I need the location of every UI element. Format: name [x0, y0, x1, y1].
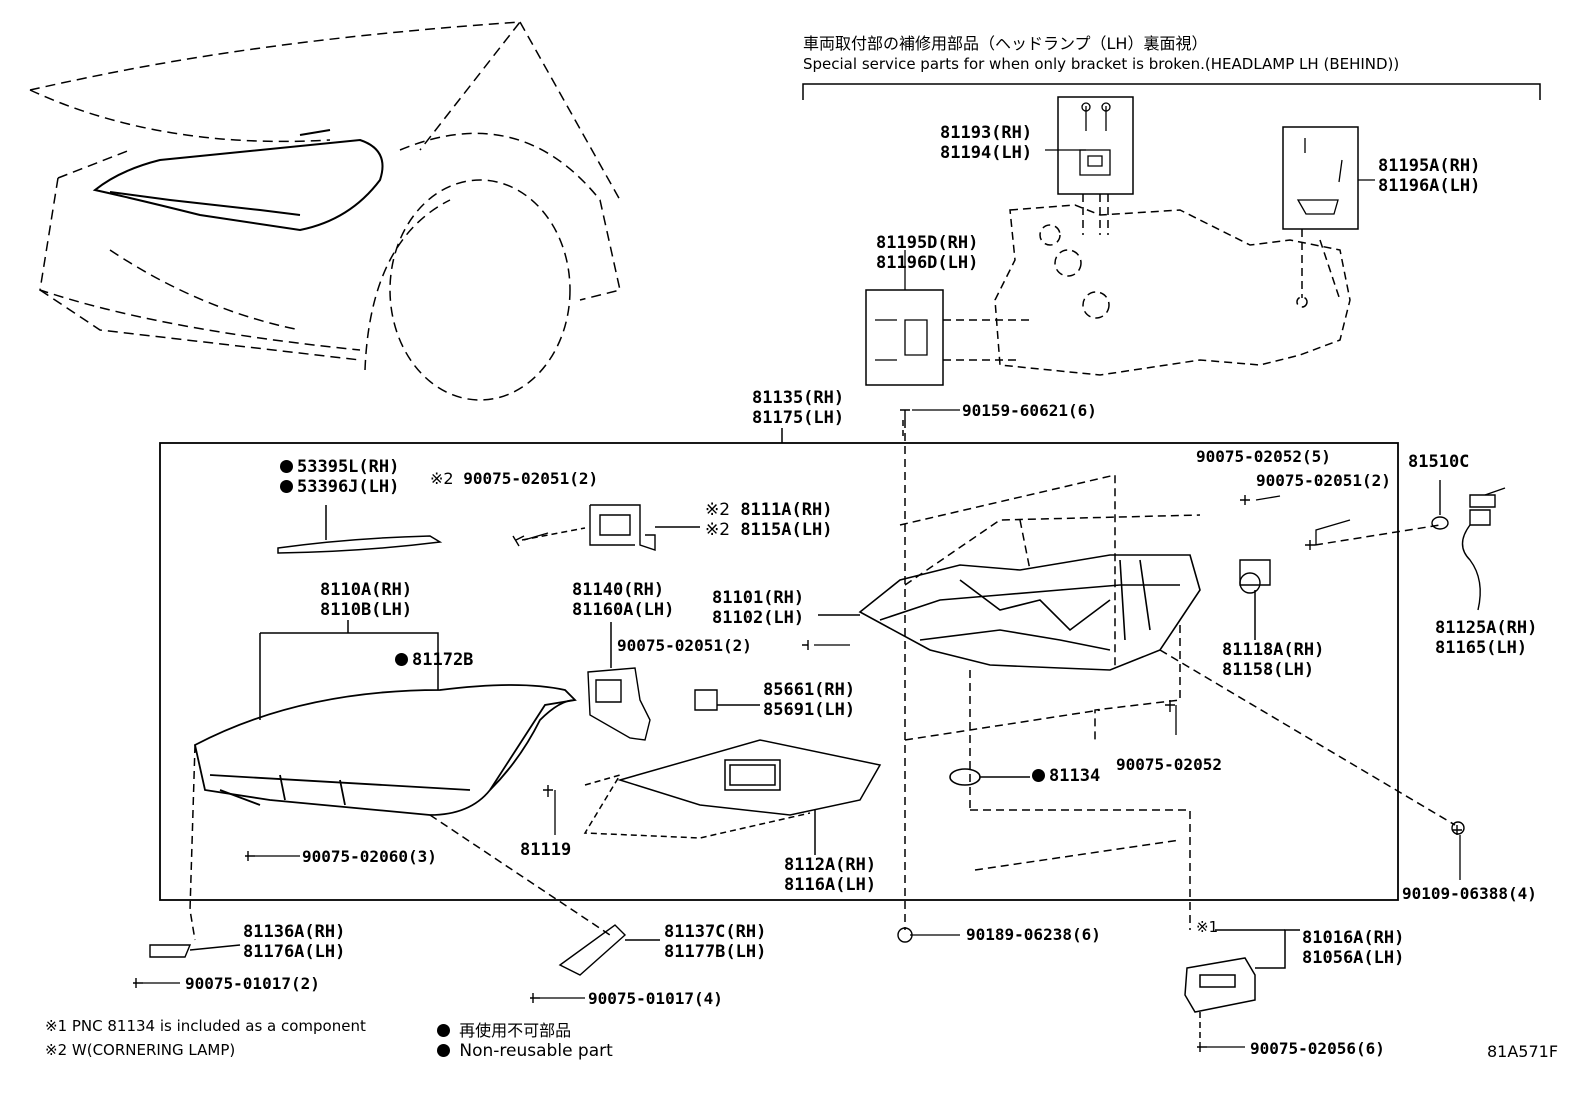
box-81195A — [1282, 126, 1359, 230]
part-label-81140: 81140(RH)81160A(LH) — [572, 580, 675, 620]
part-label-90075-02052: 90075-02052 — [1116, 755, 1222, 774]
part-label-81193: 81193(RH)81194(LH) — [940, 123, 1033, 163]
car-outline — [29, 21, 621, 401]
non-reusable-dot-icon — [280, 460, 293, 473]
part-label-81125A: 81125A(RH)81165(LH) — [1435, 618, 1538, 658]
part-label-81195A: 81195A(RH)81196A(LH) — [1378, 156, 1481, 196]
bracket-81195D — [875, 319, 928, 361]
part-label-8112A: 8112A(RH)8116A(LH) — [784, 855, 877, 895]
part-label-8110A: 8110A(RH)8110B(LH) — [320, 580, 413, 620]
bracket-81193 — [1079, 102, 1111, 176]
part-label-90075-02051-c: 90075-02051(2) — [617, 636, 752, 655]
car-headlamp — [92, 129, 384, 232]
part-label-90075-02056: 90075-02056(6) — [1250, 1039, 1385, 1058]
legend-en: Non-reusable part — [437, 1041, 613, 1061]
header-title-en: Special service parts for when only brac… — [803, 55, 1400, 73]
part-label-90159: 90159-60621(6) — [962, 401, 1097, 420]
non-reusable-dot-icon — [280, 480, 293, 493]
part-label-53395L: 53395L(RH) 53396J(LH) — [280, 457, 399, 497]
part-label-81016A: 81016A(RH)81056A(LH) — [1302, 928, 1405, 968]
header-title-jp: 車両取付部の補修用部品（ヘッドランプ（LH）裏面視） — [803, 34, 1208, 53]
header-bracket — [802, 83, 1541, 100]
figure-code: 81A571F — [1487, 1042, 1559, 1061]
part-81125A — [1461, 487, 1506, 611]
part-81118A — [1239, 559, 1271, 594]
part-label-81101: 81101(RH)81102(LH) — [712, 588, 805, 628]
part-label-81510C: 81510C — [1408, 452, 1470, 472]
leader-lines — [143, 149, 1461, 1048]
housing-81101 — [858, 554, 1201, 671]
part-label-8111A: ※2 8111A(RH) ※2 8115A(LH) — [705, 500, 833, 540]
part-label-90075-02052-5: 90075-02052(5) — [1196, 447, 1331, 466]
part-label-81195D: 81195D(RH)81196D(LH) — [876, 233, 979, 273]
non-reusable-dot-icon — [1032, 769, 1045, 782]
part-label-81172B: 81172B — [395, 650, 473, 670]
lens-8110 — [193, 684, 577, 816]
non-reusable-dot-icon — [395, 653, 408, 666]
box-81193 — [1057, 96, 1134, 195]
assembly-frame — [159, 442, 1399, 901]
part-label-81119: 81119 — [520, 840, 572, 860]
part-label-90075-02051-b: 90075-02051(2) — [1256, 471, 1391, 490]
part-81016A — [1184, 957, 1256, 1013]
lens-leader — [259, 620, 439, 720]
screws — [133, 409, 1465, 1052]
part-label-81136A: 81136A(RH)81176A(LH) — [243, 922, 346, 962]
part-label-90189: 90189-06238(6) — [966, 925, 1101, 944]
non-reusable-dot-icon — [437, 1044, 450, 1057]
part-label-90075-02051-a: ※2 90075-02051(2) — [430, 469, 599, 488]
footnote-2: ※2 W(CORNERING LAMP) — [45, 1041, 236, 1059]
part-81137C — [558, 924, 627, 976]
part-label-81135: 81135(RH)81175(LH) — [752, 388, 845, 428]
part-label-85661: 85661(RH)85691(LH) — [763, 680, 856, 720]
legend-jp: 再使用不可部品 — [437, 1017, 571, 1041]
part-8112A — [617, 739, 882, 816]
part-85661 — [694, 689, 718, 711]
mark-1: ※1 — [1196, 918, 1219, 936]
footnote-1: ※1 PNC 81134 is included as a component — [45, 1017, 366, 1035]
part-label-81134: 81134 — [1032, 766, 1100, 786]
trim-53395 — [277, 535, 443, 554]
part-label-90075-02060: 90075-02060(3) — [302, 847, 437, 866]
part-label-90075-01017-2: 90075-01017(2) — [185, 974, 320, 993]
gasket-81134 — [949, 768, 981, 786]
part-81136A — [149, 944, 192, 958]
part-label-81137C: 81137C(RH)81177B(LH) — [664, 922, 767, 962]
part-8111A — [589, 504, 656, 551]
part-81510C — [1431, 480, 1449, 530]
non-reusable-dot-icon — [437, 1024, 450, 1037]
part-label-90109: 90109-06388(4) — [1402, 884, 1537, 903]
headlamp-behind-view — [943, 194, 1351, 376]
bracket-81195A — [1296, 138, 1343, 215]
part-label-90075-01017-4: 90075-01017(4) — [588, 989, 723, 1008]
part-label-81118A: 81118A(RH)81158(LH) — [1222, 640, 1325, 680]
part-81140 — [587, 667, 651, 741]
